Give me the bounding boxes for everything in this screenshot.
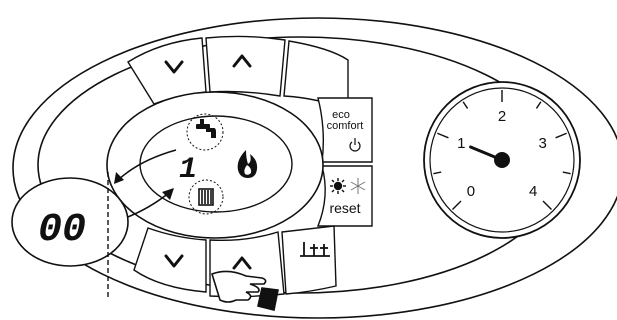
gauge-label: 4 — [529, 183, 537, 200]
thermometer-bar-button[interactable] — [282, 226, 336, 294]
side-readout: 00 — [38, 208, 86, 253]
gauge-label: 2 — [498, 108, 506, 125]
gauge-label: 0 — [467, 183, 475, 200]
radiator-icon — [199, 189, 213, 205]
gauge-label: 1 — [457, 135, 465, 152]
pressure-gauge: 0 1 2 3 4 — [424, 82, 580, 238]
reset-button[interactable] — [318, 166, 372, 226]
display-digit: 1 — [179, 153, 197, 187]
comfort-label: comfort — [327, 120, 364, 132]
gauge-label: 3 — [538, 135, 546, 152]
reset-label: reset — [329, 200, 360, 216]
up-button-top[interactable] — [206, 36, 285, 96]
gauge-hub — [494, 152, 510, 168]
sun-icon — [330, 178, 346, 194]
